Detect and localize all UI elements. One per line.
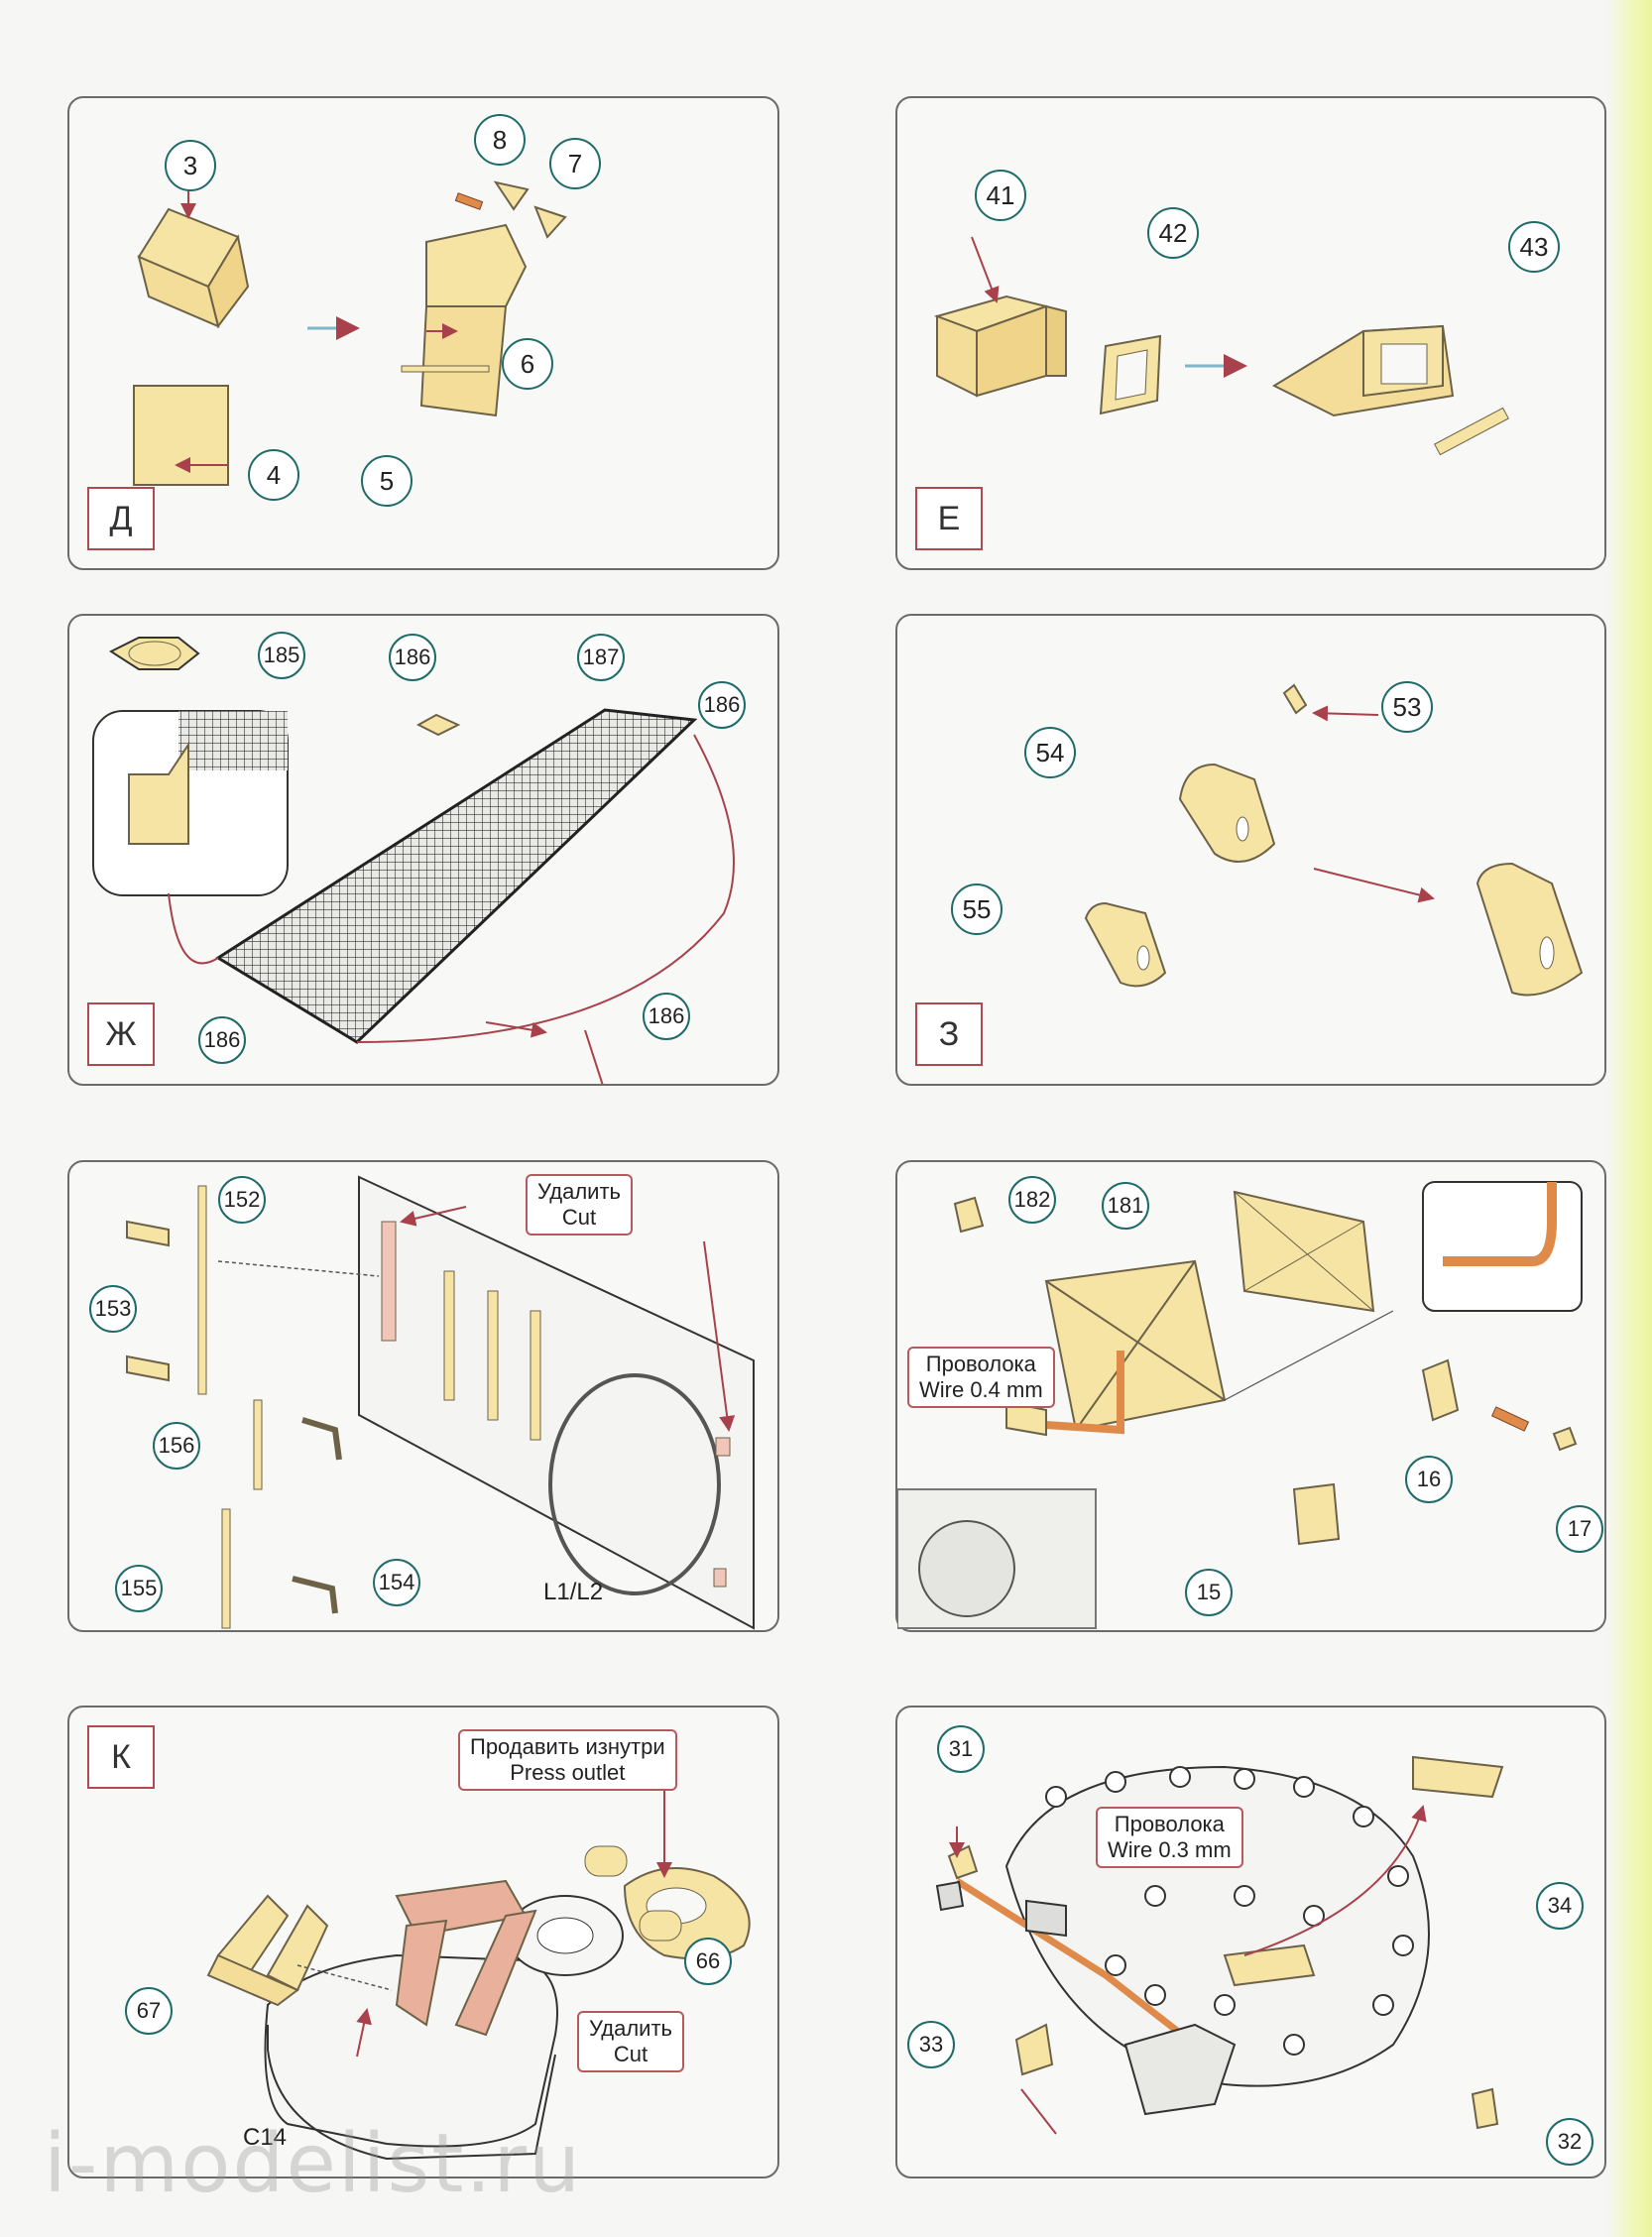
cut-note-ru: Удалить [589,2016,672,2041]
callout-31: 31 [937,1725,985,1773]
part-label-l1-l2: L1/L2 [543,1579,604,1605]
callout-181: 181 [1102,1182,1149,1230]
part-label-c14: C14 [243,2124,288,2151]
callout-55: 55 [951,883,1003,935]
callout-186-right: 186 [698,681,746,729]
cut-note-ru: Удалить [537,1179,621,1204]
callout-4: 4 [248,449,299,501]
panel-z: 53 54 55 З [895,614,1606,1086]
callout-152: 152 [218,1176,266,1224]
panel-letter: Ж [87,1002,155,1066]
page-edge-tint [1606,0,1652,2237]
panel-l-drawing [935,1755,1504,2135]
panel-e-drawing [933,236,1509,456]
wire-note-ru: Проволока [925,1352,1036,1376]
panel-k: 67 66 Продавить изнутри Press outlet Уда… [67,1706,779,2178]
cut-note-en: Cut [613,2042,649,2066]
press-outlet-note-ru: Продавить изнутри [470,1734,665,1759]
panel-letter: З [915,1002,983,1066]
callout-41: 41 [975,170,1026,221]
cut-note: Удалить Cut [526,1174,633,1236]
callout-8: 8 [474,114,526,166]
callout-154: 154 [373,1559,420,1606]
panel-j: 182 181 16 17 15 Проволока Wire 0.4 mm [895,1160,1606,1632]
panel-letter: Д [87,487,155,550]
panel-i-drawing [126,1175,755,1630]
callout-186-bottom: 186 [643,993,690,1040]
panel-i: 152 153 156 155 154 Удалить Cut L1/L2 [67,1160,779,1632]
cut-note: Удалить Cut [577,2011,684,2072]
cut-note-en: Cut [561,1205,597,1230]
callout-67: 67 [125,1987,173,2035]
panel-d-drawing [133,180,567,486]
callout-153: 153 [89,1285,137,1333]
panel-letter: Е [915,487,983,550]
callout-16: 16 [1405,1456,1453,1503]
callout-5: 5 [361,455,413,507]
wire-note-ru: Проволока [1114,1812,1225,1836]
callout-66: 66 [684,1938,732,1985]
callout-54: 54 [1024,727,1076,778]
wire-note-en: Wire 0.3 mm [1108,1837,1232,1862]
callout-3: 3 [165,140,216,191]
callout-43: 43 [1508,221,1560,273]
panel-k-drawing [206,1787,751,2161]
callout-187: 187 [577,634,625,681]
callout-156: 156 [153,1422,200,1470]
callout-15: 15 [1185,1569,1233,1616]
panel-z-drawing [1084,683,1584,997]
panel-zh: 185 186 187 186 186 186 Ж [67,614,779,1086]
wire-note-en: Wire 0.4 mm [919,1377,1043,1402]
callout-186-top: 186 [389,634,436,681]
panel-e: 41 42 43 Е [895,96,1606,570]
callout-6: 6 [502,338,553,390]
press-outlet-note: Продавить изнутри Press outlet [458,1729,677,1791]
callout-7: 7 [549,138,601,189]
callout-53: 53 [1381,681,1433,733]
callout-185: 185 [258,632,305,679]
panel-letter: К [87,1725,155,1789]
panel-d: 3 8 7 6 4 5 Д [67,96,779,570]
callout-155: 155 [115,1565,163,1612]
panel-zh-drawing [92,637,735,1084]
panel-l: 31 34 33 32 Проволока Wire 0.3 mm [895,1706,1606,2178]
callout-17: 17 [1556,1505,1603,1553]
callout-33: 33 [907,2021,955,2068]
panel-j-drawing [897,1181,1583,1629]
callout-34: 34 [1536,1882,1584,1930]
callout-186-left: 186 [198,1016,246,1064]
press-outlet-note-en: Press outlet [510,1760,626,1785]
wire-note: Проволока Wire 0.3 mm [1096,1807,1243,1868]
callout-182: 182 [1008,1176,1056,1224]
callout-42: 42 [1147,207,1199,259]
wire-note: Проволока Wire 0.4 mm [907,1347,1055,1408]
callout-32: 32 [1546,2118,1593,2166]
watermark: i-modelist.ru [44,2117,583,2211]
